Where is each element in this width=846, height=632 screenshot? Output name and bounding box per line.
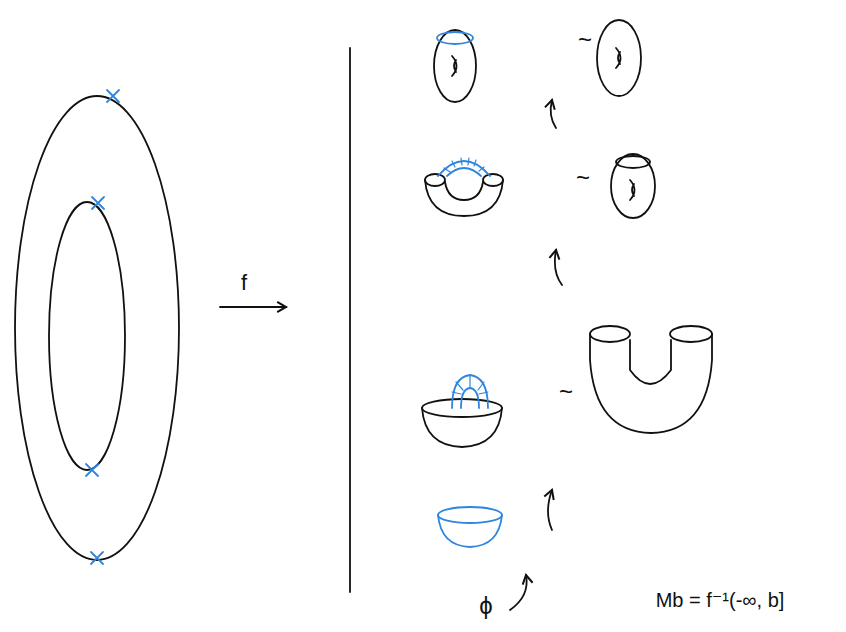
empty-set-holder: ϕ	[479, 593, 492, 619]
attached-handle	[452, 375, 488, 408]
critical-point	[86, 464, 98, 476]
torus-with-boundary	[434, 30, 476, 102]
torus-inner	[49, 202, 125, 470]
disk-surface	[438, 515, 502, 547]
torus-hole	[616, 48, 621, 68]
filtration-arrow	[555, 250, 562, 285]
disk-surface	[422, 408, 502, 447]
homotopy-sign: ~	[578, 27, 592, 53]
homotopy-sign-holder: ~	[559, 379, 573, 405]
cylinder-end	[670, 326, 712, 342]
sublevel-set-definition: Mb = f⁻¹(-∞, b]	[656, 589, 785, 611]
homotopy-sign: ~	[559, 379, 573, 405]
torus-hole	[452, 56, 457, 76]
function-name-holder: f	[241, 271, 247, 295]
cylinder-surface	[590, 334, 712, 433]
torus-outer	[15, 96, 179, 560]
map-arrow	[220, 306, 286, 308]
critical-point	[107, 90, 119, 102]
pants-end	[425, 174, 445, 186]
critical-point	[91, 552, 103, 564]
attached-cap	[437, 32, 473, 44]
real-line-axis	[349, 48, 351, 592]
handle-hatching	[452, 375, 488, 394]
torus-hole	[630, 180, 635, 200]
boundary-circle	[616, 156, 650, 168]
homotopy-sign-holder: ~	[576, 165, 590, 191]
cylinder-surface	[630, 340, 671, 384]
filtration-arrow	[510, 575, 527, 610]
homotopy-sign: ~	[576, 165, 590, 191]
empty-set: ϕ	[479, 593, 492, 619]
function-name: f	[241, 271, 247, 295]
handle-hatching	[444, 158, 484, 172]
filtration-arrow	[551, 100, 556, 128]
disk-rim	[438, 507, 502, 523]
closed-torus	[597, 20, 641, 96]
pants-end	[483, 174, 503, 186]
torus-with-boundary	[611, 154, 655, 218]
cylinder-end	[590, 326, 630, 342]
homotopy-sign-holder: ~	[578, 27, 592, 53]
critical-point	[92, 197, 104, 209]
filtration-arrow	[548, 490, 552, 530]
sublevel-set-definition-holder: Mb = f⁻¹(-∞, b]	[656, 589, 785, 611]
pants-surface	[445, 182, 483, 200]
